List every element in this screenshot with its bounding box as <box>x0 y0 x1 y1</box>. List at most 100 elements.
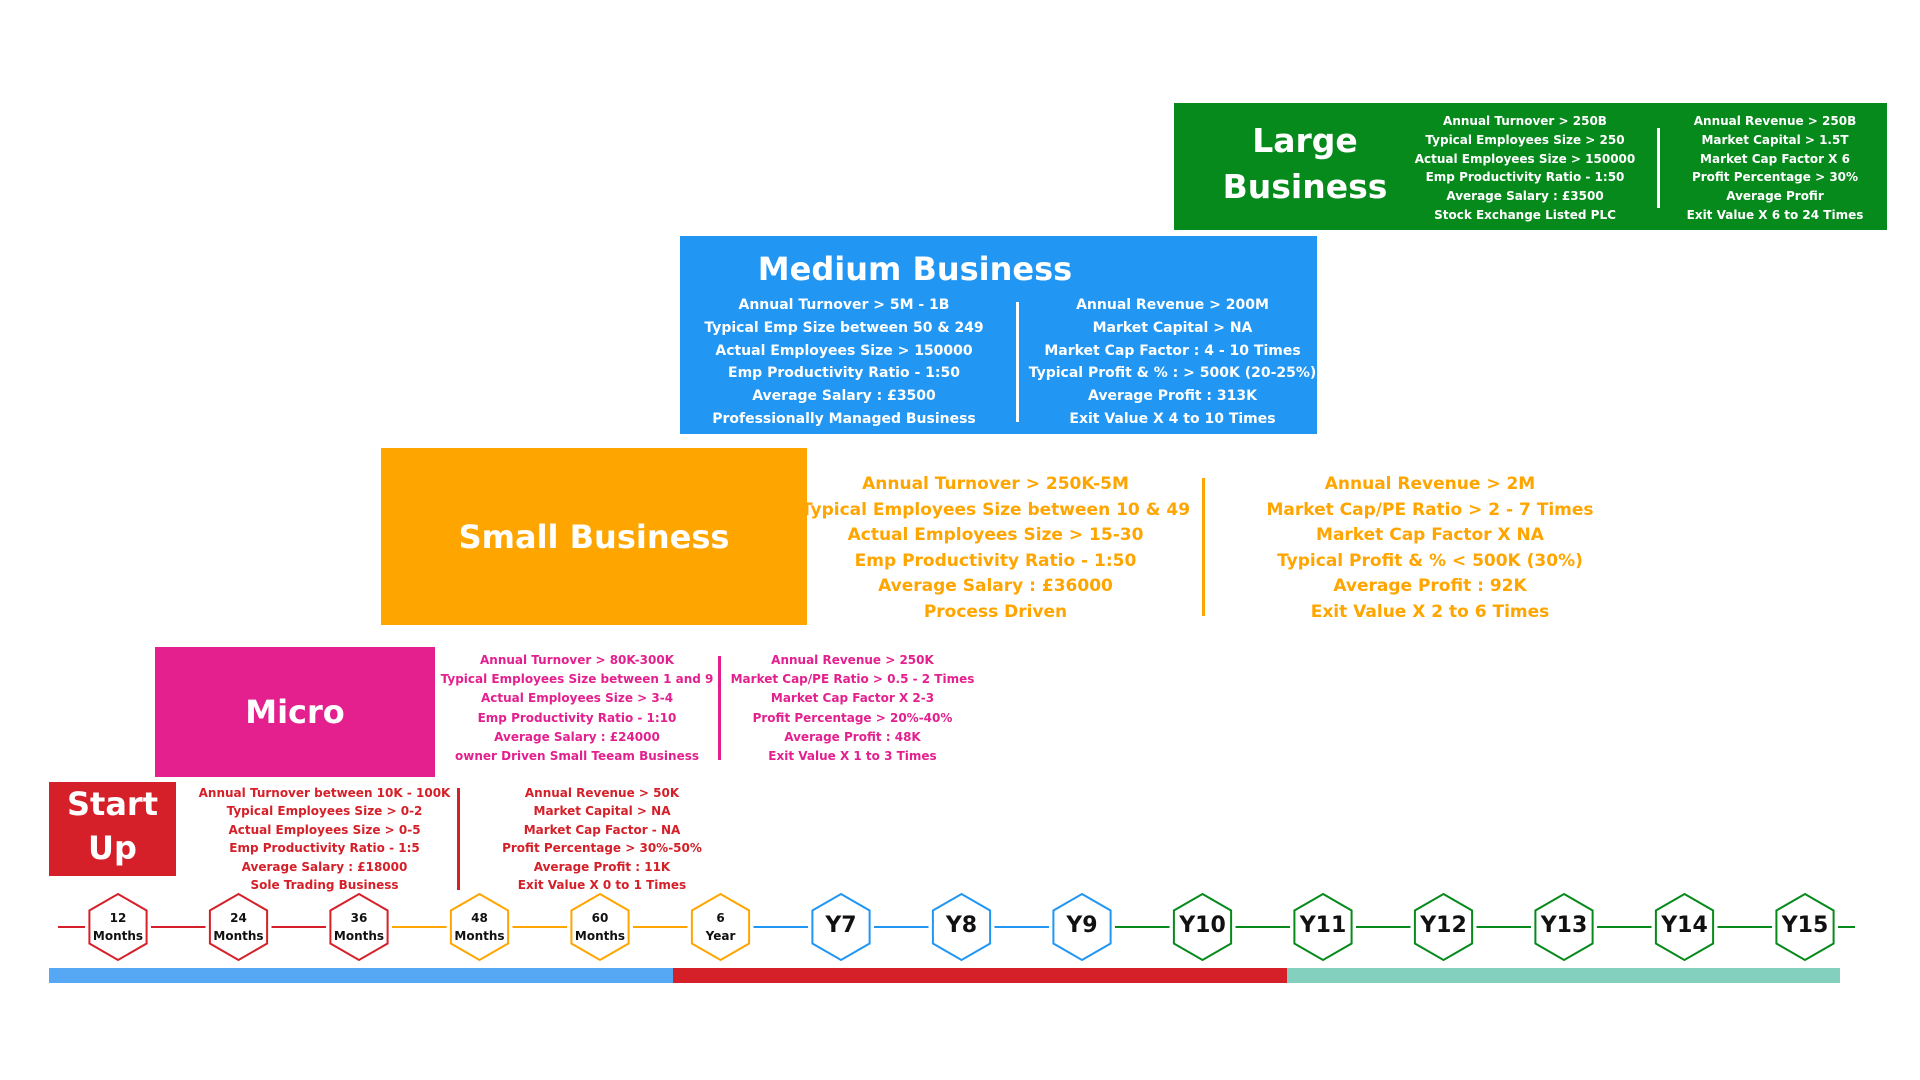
milestone-hexagon <box>1293 892 1353 962</box>
large-detail: Emp Productivity Ratio - 1:50 <box>1425 170 1625 185</box>
milestone-label: Y8 <box>945 913 978 938</box>
milestone-hexagon <box>208 892 269 962</box>
milestone-hexagon <box>1413 892 1474 962</box>
medium-financial: Typical Profit & % : > 500K (20-25%) <box>1028 365 1317 382</box>
milestone-label-line1: 6 <box>716 911 725 925</box>
milestone-hexagon <box>1172 892 1233 962</box>
startup-financial: Profit Percentage > 30%-50% <box>502 841 702 856</box>
large-business-title: Large Business <box>1200 118 1410 214</box>
large-business-financials: Annual Revenue > 250B Market Capital > 1… <box>1680 114 1870 222</box>
medium-detail: Emp Productivity Ratio - 1:50 <box>728 365 960 382</box>
medium-detail: Average Salary : £3500 <box>752 388 936 405</box>
micro-detail: Average Salary : £24000 <box>494 729 660 744</box>
small-detail: Process Driven <box>923 601 1068 622</box>
milestone-label: Y11 <box>1299 913 1347 938</box>
small-financial: Average Profit : 92K <box>1333 576 1527 597</box>
medium-business-details: Annual Turnover > 5M - 1B Typical Emp Si… <box>694 297 994 427</box>
milestone-label-line2: Months <box>92 929 144 943</box>
large-detail: Stock Exchange Listed PLC <box>1434 207 1616 222</box>
small-financial: Exit Value X 2 to 6 Times <box>1310 601 1550 622</box>
micro-financial: Market Cap Factor X 2-3 <box>770 691 935 706</box>
large-detail: Typical Employees Size > 250 <box>1425 132 1625 147</box>
small-business-title: Small Business <box>458 517 730 556</box>
startup-detail: Average Salary : £18000 <box>241 859 408 874</box>
small-financial: Typical Profit & % < 500K (30%) <box>1277 550 1583 571</box>
phase-bar-segment <box>49 968 673 983</box>
milestone-label-line1: 12 <box>109 911 127 925</box>
large-detail: Average Salary : £3500 <box>1446 189 1604 204</box>
large-business-panel <box>1174 103 1887 230</box>
medium-financial: Market Capital > NA <box>1092 319 1253 336</box>
milestone-hexagon <box>1534 892 1594 962</box>
milestone-label-line2: Months <box>454 929 505 943</box>
small-detail: Typical Employees Size between 10 & 49 <box>800 499 1191 520</box>
micro-details: Annual Turnover > 80K-300K Typical Emplo… <box>436 653 718 763</box>
milestone-hexagon <box>1654 892 1715 962</box>
medium-business-title: Medium Business <box>757 250 1073 288</box>
medium-detail: Annual Turnover > 5M - 1B <box>738 297 950 313</box>
startup-financial: Market Capital > NA <box>533 804 671 819</box>
micro-financials: Annual Revenue > 250K Market Cap/PE Rati… <box>730 653 975 763</box>
micro-title: Micro <box>245 693 345 731</box>
medium-detail: Actual Employees Size > 150000 <box>715 342 973 359</box>
large-business-title-line2: Business <box>1222 167 1388 206</box>
milestone-hexagon <box>931 892 992 962</box>
milestone-label: Y15 <box>1781 913 1829 938</box>
large-financial: Average Profir <box>1726 189 1824 204</box>
milestone-label-line1: 36 <box>350 911 368 925</box>
large-business-title-line1: Large <box>1252 121 1358 160</box>
medium-detail: Typical Emp Size between 50 & 249 <box>704 319 984 336</box>
large-financial: Annual Revenue > 250B <box>1693 114 1857 128</box>
startup-detail: Sole Trading Business <box>250 877 399 892</box>
medium-divider <box>1016 302 1019 422</box>
micro-financial: Market Cap/PE Ratio > 0.5 - 2 Times <box>730 672 975 687</box>
large-detail: Annual Turnover > 250B <box>1443 114 1607 128</box>
milestone-label: Y7 <box>825 913 857 938</box>
milestone-label-line2: Months <box>213 929 264 943</box>
milestone-label: Y10 <box>1179 913 1226 938</box>
micro-detail: Actual Employees Size > 3-4 <box>480 691 674 706</box>
micro-financial: Average Profit : 48K <box>784 729 921 744</box>
milestone-label-line1: 60 <box>591 911 609 925</box>
micro-financial: Exit Value X 1 to 3 Times <box>768 748 937 763</box>
startup-detail: Emp Productivity Ratio - 1:5 <box>229 841 420 856</box>
small-detail: Emp Productivity Ratio - 1:50 <box>854 550 1137 571</box>
medium-business-panel <box>680 236 1317 434</box>
milestone-hexagon <box>690 892 751 962</box>
micro-financial: Annual Revenue > 250K <box>771 653 934 667</box>
startup-financials: Annual Revenue > 50K Market Capital > NA… <box>487 786 717 892</box>
milestone-hexagon <box>88 892 148 962</box>
small-financial: Annual Revenue > 2M <box>1324 474 1536 494</box>
milestone-label: Y14 <box>1661 913 1708 938</box>
phase-bar-segment <box>673 968 1287 983</box>
startup-detail: Actual Employees Size > 0-5 <box>228 822 421 837</box>
small-detail: Annual Turnover > 250K-5M <box>862 474 1129 494</box>
milestone-label-line1: 48 <box>471 911 488 925</box>
micro-detail: Typical Employees Size between 1 and 9 <box>440 672 714 687</box>
milestone-hexagon <box>811 892 871 962</box>
small-business-financials: Annual Revenue > 2M Market Cap/PE Ratio … <box>1240 474 1620 622</box>
milestone-hexagon <box>1775 892 1835 962</box>
milestone-label-line1: 24 <box>230 911 247 925</box>
startup-panel: Start Up <box>49 782 176 876</box>
startup-financial: Annual Revenue > 50K <box>524 786 680 800</box>
startup-divider <box>457 788 460 890</box>
medium-financial: Average Profit : 313K <box>1088 388 1257 405</box>
small-business-panel: Small Business <box>381 448 807 625</box>
large-financial: Profit Percentage > 30% <box>1691 170 1859 185</box>
startup-title-line2: Up <box>88 829 137 867</box>
startup-detail: Typical Employees Size > 0-2 <box>226 804 423 819</box>
startup-title-line1: Start <box>66 785 158 823</box>
startup-financial: Exit Value X 0 to 1 Times <box>517 877 687 892</box>
small-financial: Market Cap/PE Ratio > 2 - 7 Times <box>1266 499 1594 520</box>
startup-detail: Annual Turnover between 10K - 100K <box>198 786 451 800</box>
micro-detail: Annual Turnover > 80K-300K <box>480 653 674 667</box>
milestone-label-line2: Year <box>705 929 736 943</box>
startup-details: Annual Turnover between 10K - 100K Typic… <box>192 786 457 892</box>
medium-financial: Market Cap Factor : 4 - 10 Times <box>1044 342 1301 359</box>
small-divider <box>1202 478 1205 616</box>
